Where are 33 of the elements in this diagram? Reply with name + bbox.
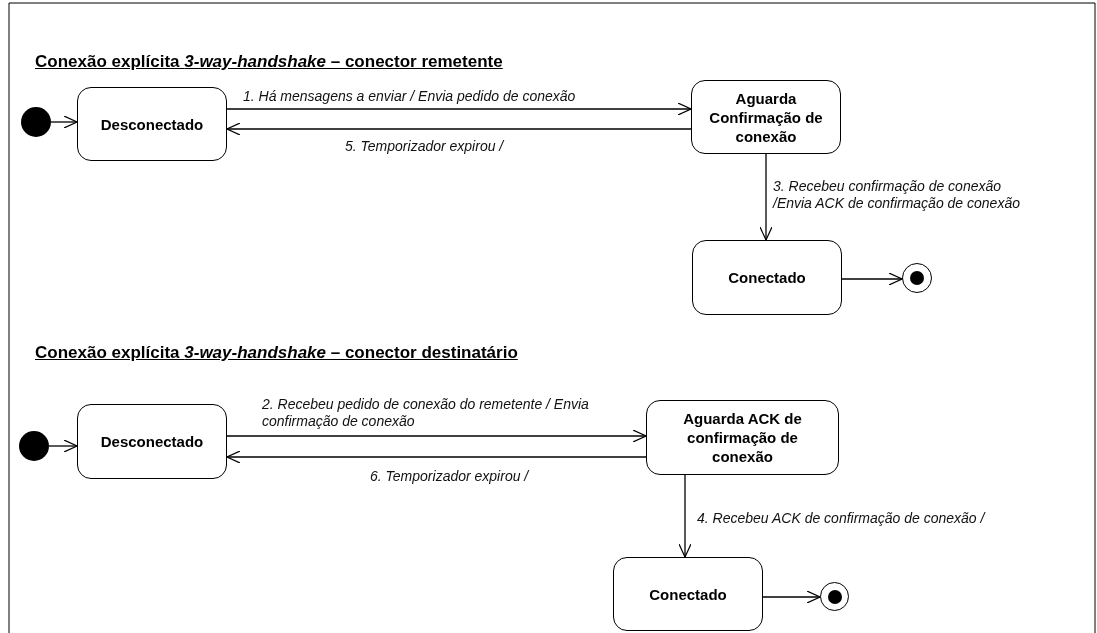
state-name: Conectado <box>727 268 807 287</box>
arrow <box>762 590 821 604</box>
final-state-icon <box>902 263 932 293</box>
state-box <box>613 557 763 631</box>
section-heading: Conexão explícita 3-way-handshake – conector remetente <box>35 52 503 72</box>
final-state-icon <box>820 582 849 611</box>
arrow <box>48 439 78 453</box>
state-box <box>77 404 227 479</box>
state-name: Desconectado <box>99 432 205 451</box>
section-heading: Conexão explícita 3-way-handshake – conector destinatário <box>35 343 518 363</box>
arrow <box>226 122 692 136</box>
state-box <box>646 400 839 475</box>
arrow <box>226 102 692 116</box>
edge-label: 6. Temporizador expirou / <box>370 468 529 485</box>
state-box <box>691 80 841 154</box>
arrow <box>841 272 903 286</box>
state-name: Conectado <box>648 584 728 604</box>
edge-label: 1. Há mensagens a enviar / Envia pedido de conexão <box>243 88 576 105</box>
state-name: Aguarda Confirmação de conexão <box>708 88 824 146</box>
state-name: Aguarda ACK de confirmação de conexão <box>682 409 803 466</box>
state-box <box>692 240 842 315</box>
edge-label: 5. Temporizador expirou / <box>345 138 504 155</box>
edge-label: 4. Recebeu ACK de confirmação de conexão / <box>697 510 985 527</box>
arrow <box>226 450 647 464</box>
arrow <box>226 429 647 443</box>
edge-label: 2. Recebeu pedido de conexão do remetente / Envia confirmação de conexão <box>262 396 592 430</box>
initial-state-dot <box>19 431 49 461</box>
arrow <box>759 153 773 241</box>
arrow <box>50 115 78 129</box>
state-box <box>77 87 227 161</box>
state-name: Desconectado <box>99 114 205 134</box>
arrow <box>678 474 692 558</box>
initial-state-dot <box>21 107 51 137</box>
